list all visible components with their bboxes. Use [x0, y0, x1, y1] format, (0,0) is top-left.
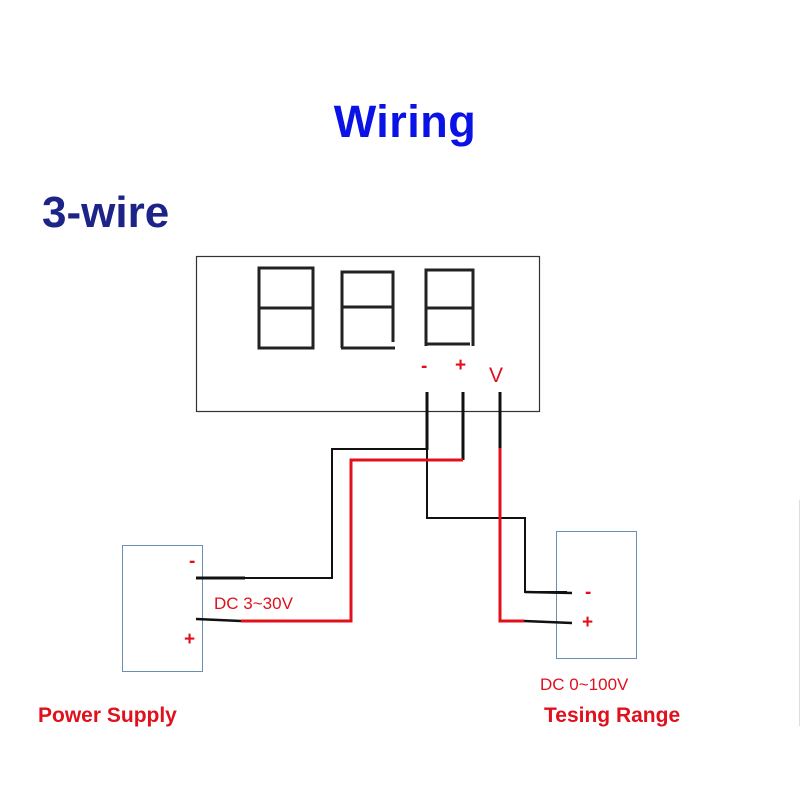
- testing-range-positive-label: +: [582, 612, 594, 633]
- wire-test-positive: [498, 448, 524, 623]
- power-supply-positive-label: +: [184, 629, 196, 650]
- display-terminal-positive-label: +: [455, 355, 467, 376]
- seven-segment-digit-1: [257, 266, 315, 350]
- power-supply-box: [122, 545, 203, 672]
- voltmeter-display-box: [195, 255, 541, 413]
- wire-test-negative-lead: [524, 590, 573, 595]
- wiring-type-label: 3-wire: [42, 188, 170, 237]
- wire-power-negative: [245, 392, 428, 579]
- wire-test-negative: [426, 449, 567, 593]
- testing-range-box: [556, 531, 637, 659]
- wire-power-positive-lead: [195, 617, 242, 623]
- testing-range-caption: Tesing Range: [544, 704, 681, 727]
- seven-segment-digit-3: [424, 268, 475, 346]
- wire-power-positive: [241, 458, 463, 623]
- power-supply-negative-label: -: [189, 551, 196, 572]
- display-terminal-negative-label: -: [421, 356, 428, 377]
- seven-segment-digit-2: [340, 270, 395, 350]
- wire-test-positive-lead: [523, 619, 573, 625]
- page-title: Wiring: [333, 96, 477, 147]
- testing-range-negative-label: -: [585, 582, 592, 603]
- power-supply-voltage-label: DC 3~30V: [214, 594, 293, 613]
- display-terminal-v-label: V: [489, 364, 504, 387]
- power-supply-caption: Power Supply: [38, 704, 177, 727]
- testing-range-voltage-label: DC 0~100V: [540, 675, 629, 694]
